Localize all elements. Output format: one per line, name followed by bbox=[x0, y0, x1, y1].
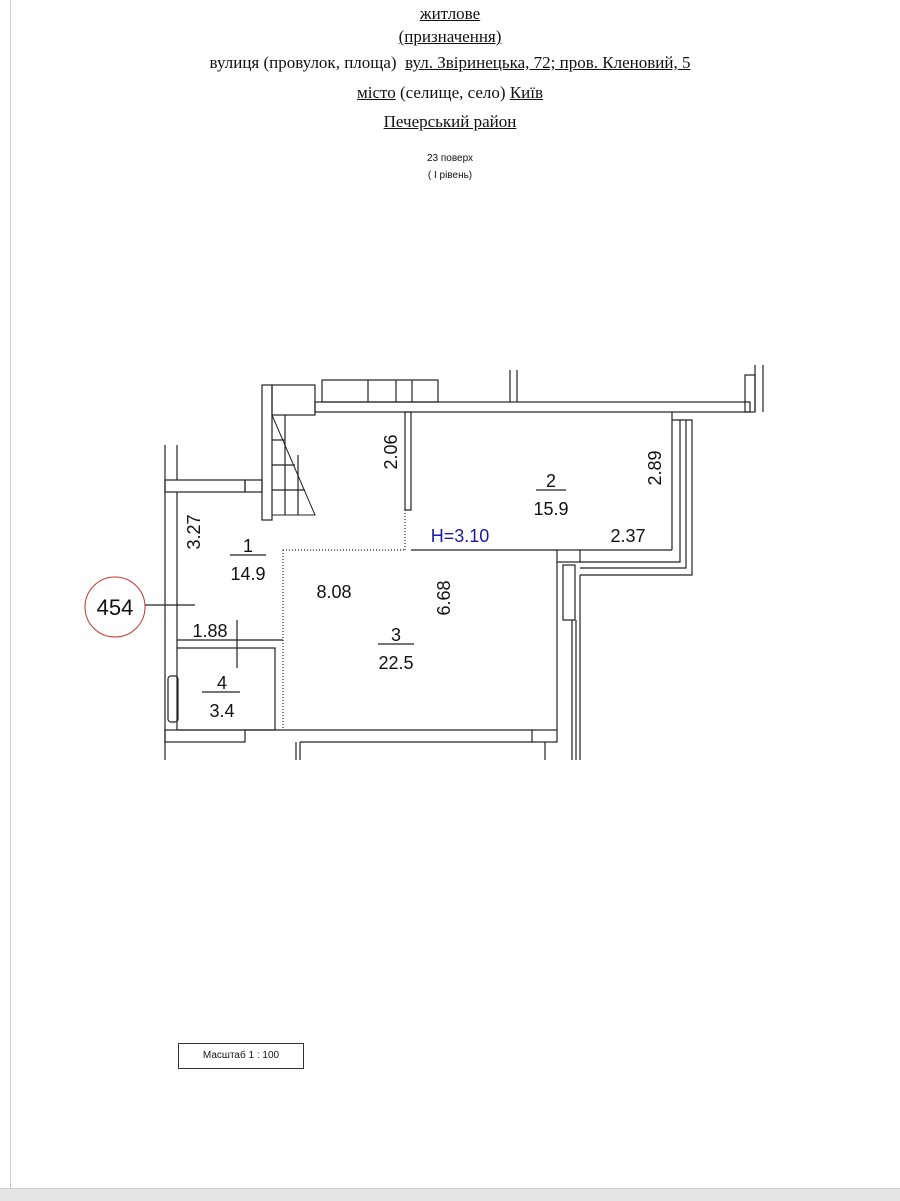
street-value: вул. Звіринецька, 72; пров. Кленовий, 5 bbox=[405, 53, 691, 72]
dimension-3-27: 3.27 bbox=[184, 514, 204, 549]
purpose-value-text: житлове bbox=[419, 4, 481, 23]
district-line: Печерський район bbox=[0, 112, 900, 132]
dimension-2-37: 2.37 bbox=[610, 526, 645, 546]
street-label: вулиця (провулок, площа) bbox=[209, 53, 397, 72]
city-label-rest: (селище, село) bbox=[399, 83, 506, 102]
dimension-6-68: 6.68 bbox=[434, 580, 454, 615]
page-bottom-bar bbox=[0, 1188, 900, 1201]
room-1-number: 1 bbox=[243, 536, 253, 556]
scale-box: Масштаб 1 : 100 bbox=[178, 1043, 304, 1069]
dimension-1-88: 1.88 bbox=[192, 621, 227, 641]
room-2-area: 15.9 bbox=[533, 499, 568, 519]
dimension-2-06: 2.06 bbox=[381, 434, 401, 469]
page-edge bbox=[10, 0, 11, 1190]
room-2-number: 2 bbox=[546, 471, 556, 491]
room-3-area: 22.5 bbox=[378, 653, 413, 673]
city-label: місто bbox=[356, 83, 396, 102]
room-1-area: 14.9 bbox=[230, 564, 265, 584]
walls bbox=[145, 365, 764, 760]
apartment-number: 454 bbox=[97, 595, 134, 620]
city-value: Київ bbox=[509, 83, 544, 102]
room-3-number: 3 bbox=[391, 625, 401, 645]
purpose-label: (призначення) bbox=[0, 27, 900, 47]
street-line: вулиця (провулок, площа) вул. Звіринецьк… bbox=[0, 53, 900, 73]
apartment-number-circle bbox=[84, 576, 146, 638]
purpose-label-text: (призначення) bbox=[398, 27, 502, 46]
room-4-area: 3.4 bbox=[209, 701, 234, 721]
floor-label: 23 поверх bbox=[426, 153, 474, 164]
level-label: ( І рівень) bbox=[427, 170, 473, 181]
room-4-number: 4 bbox=[217, 673, 227, 693]
dimension-8-08: 8.08 bbox=[316, 582, 351, 602]
district: Печерський район bbox=[383, 112, 517, 131]
ceiling-height: H=3.10 bbox=[431, 526, 490, 546]
purpose-value: житлове bbox=[0, 4, 900, 24]
dimension-2-89: 2.89 bbox=[645, 450, 665, 485]
city-line: місто (селище, село) Київ bbox=[0, 83, 900, 103]
